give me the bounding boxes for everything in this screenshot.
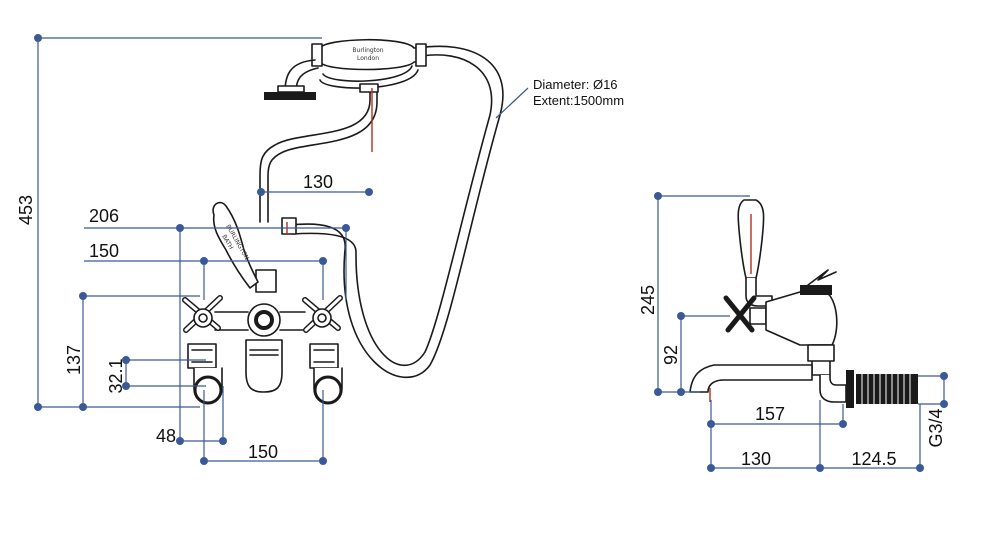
dim-32-1: 32.1 <box>106 358 126 393</box>
dim-130-side: 130 <box>741 449 771 469</box>
front-view: Burlington London BURLINGTON BATH <box>182 38 504 405</box>
side-cross-handle <box>723 295 757 333</box>
wall-flange <box>846 370 854 408</box>
dim-453: 453 <box>16 195 36 225</box>
side-valve-body <box>765 291 838 346</box>
diverter-lever <box>212 201 259 289</box>
dim-92: 92 <box>661 345 681 365</box>
right-nut <box>309 343 339 369</box>
side-view <box>689 199 918 408</box>
hose-extent-note: Extent:1500mm <box>533 93 624 108</box>
hose-diameter-note: Diameter: Ø16 <box>533 77 618 92</box>
dim-124-5: 124.5 <box>851 449 896 469</box>
dim-130-hose: 130 <box>303 172 333 192</box>
side-dimensions: 245 92 157 130 124.5 G3/4 <box>638 192 948 472</box>
dim-g3-4: G3/4 <box>926 408 946 447</box>
handset-brand: Burlington <box>352 47 383 54</box>
shower-head <box>264 92 316 100</box>
handset-brand-sub: London <box>357 55 379 62</box>
left-nut <box>187 343 217 369</box>
dim-150-top: 150 <box>89 241 119 261</box>
cradle-arm <box>259 87 371 223</box>
side-elbow <box>819 374 847 403</box>
threaded-inlet <box>856 374 918 404</box>
dim-137: 137 <box>64 345 84 375</box>
dim-150-bottom: 150 <box>248 442 278 462</box>
dim-245: 245 <box>638 285 658 315</box>
mixer-stem <box>255 269 277 293</box>
spout <box>245 339 283 393</box>
hot-tap-cross-handle <box>182 295 223 333</box>
dim-48: 48 <box>156 426 176 446</box>
dim-157: 157 <box>755 404 785 424</box>
dim-206: 206 <box>89 206 119 226</box>
side-spout <box>689 364 813 393</box>
shower-hose <box>289 45 504 379</box>
cold-tap-cross-handle <box>302 295 343 333</box>
front-dimensions: 453 130 206 150 137 32.1 <box>16 34 624 465</box>
